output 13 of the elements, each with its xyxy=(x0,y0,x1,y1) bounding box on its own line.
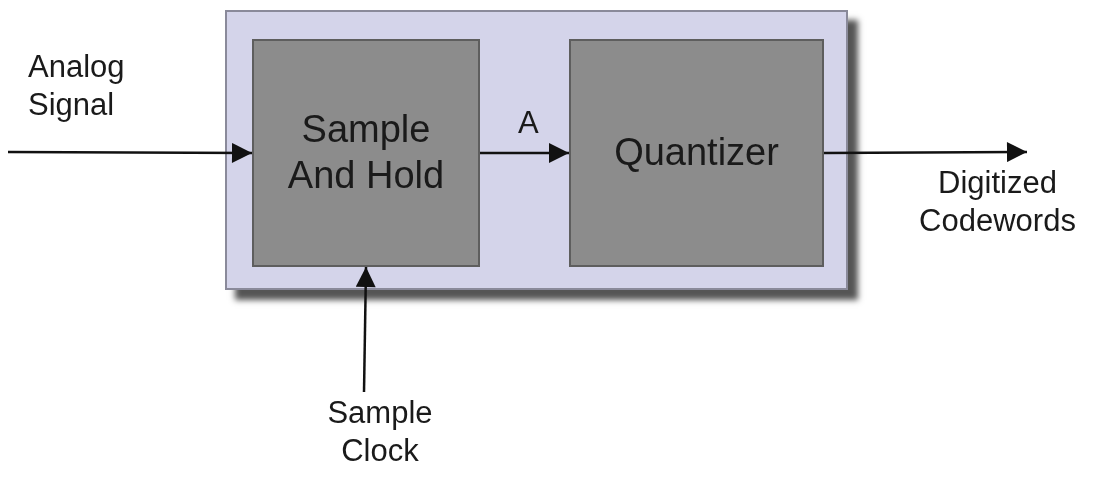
edge-label: A xyxy=(518,104,540,142)
edge-label: Analog Signal xyxy=(28,48,126,124)
arrow xyxy=(355,266,376,393)
edge-label: Sample Clock xyxy=(326,394,434,470)
arrow xyxy=(480,143,569,163)
edge-label: Digitized Codewords xyxy=(918,164,1077,240)
arrow xyxy=(824,142,1027,163)
system-box xyxy=(225,10,848,290)
block-label: Sample And Hold xyxy=(286,107,446,198)
process-box xyxy=(252,39,480,267)
block-label: Quantizer xyxy=(613,130,780,176)
process-box xyxy=(569,39,824,267)
arrow xyxy=(8,142,252,163)
